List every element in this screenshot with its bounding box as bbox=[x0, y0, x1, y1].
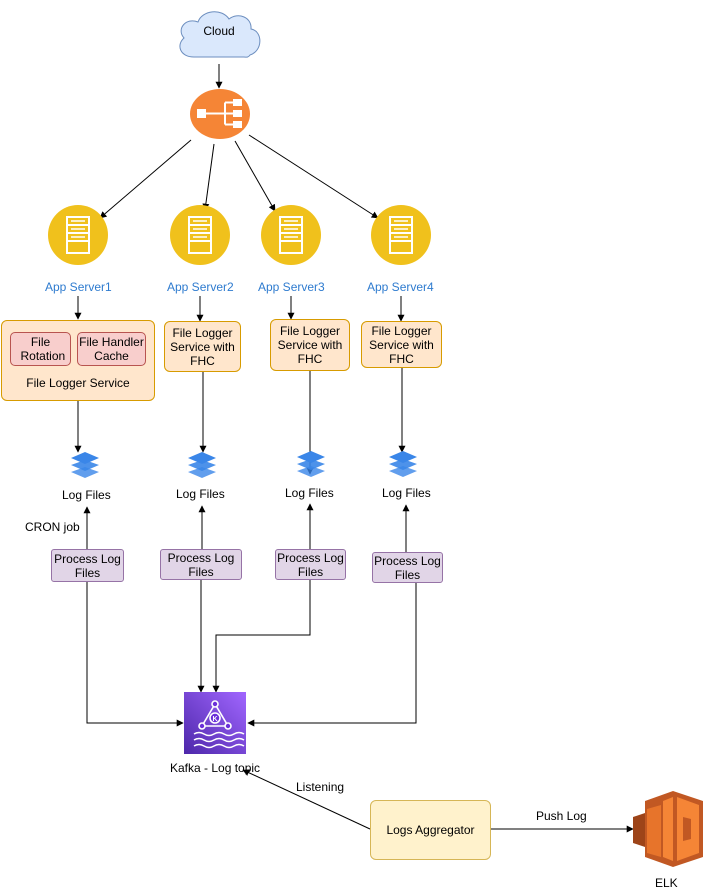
server4-label: App Server4 bbox=[367, 280, 434, 294]
log-files-2-label: Log Files bbox=[176, 487, 225, 501]
layers-icon bbox=[389, 451, 417, 477]
cloud-icon bbox=[179, 11, 261, 58]
layers-icon bbox=[71, 452, 99, 478]
server3-label: App Server3 bbox=[258, 280, 325, 294]
cron-job-label: CRON job bbox=[25, 520, 80, 534]
edge-lb-server2 bbox=[202, 143, 215, 211]
elk-icon bbox=[633, 791, 703, 867]
svg-text:K: K bbox=[212, 716, 217, 723]
layers-icon bbox=[188, 452, 216, 478]
logger-fhc-3: File Logger Service with FHC bbox=[270, 319, 350, 371]
listening-label: Listening bbox=[296, 780, 345, 794]
logger-fhc-4: File Logger Service with FHC bbox=[361, 321, 442, 368]
logs-aggregator-box: Logs Aggregator bbox=[370, 800, 491, 860]
server2-label: App Server2 bbox=[167, 280, 234, 294]
process-log-files-3: Process Log Files bbox=[275, 549, 346, 580]
elk-label: ELK bbox=[655, 876, 678, 890]
process-2-label: Process Log Files bbox=[167, 550, 235, 579]
edge-process3-kafka bbox=[212, 580, 311, 693]
file-rotation-label: File Rotation bbox=[20, 335, 66, 363]
server-icon bbox=[48, 205, 108, 265]
load-balancer-icon bbox=[190, 89, 250, 139]
cloud-label: Cloud bbox=[203, 24, 235, 38]
process-log-files-2: Process Log Files bbox=[160, 549, 242, 580]
push-log-label: Push Log bbox=[536, 809, 587, 823]
process-4-label: Process Log Files bbox=[374, 553, 441, 582]
edge-lb-server1 bbox=[99, 139, 192, 219]
file-handler-cache-box: File Handler Cache bbox=[77, 332, 146, 366]
logger-fhc-2-label: File Logger Service with FHC bbox=[170, 325, 235, 368]
logs-aggregator-label: Logs Aggregator bbox=[386, 823, 475, 837]
kafka-label: Kafka - Log topic bbox=[170, 761, 261, 775]
logger-fhc-3-label: File Logger Service with FHC bbox=[277, 324, 343, 366]
server-icon bbox=[261, 205, 321, 265]
process-log-files-4: Process Log Files bbox=[372, 552, 443, 583]
logger-fhc-4-label: File Logger Service with FHC bbox=[369, 323, 434, 366]
kafka-icon: K bbox=[184, 692, 246, 754]
edge-lb-server3 bbox=[234, 140, 276, 212]
server-icon bbox=[170, 205, 230, 265]
process-3-label: Process Log Files bbox=[277, 550, 344, 579]
edge-process4-kafka bbox=[247, 583, 417, 727]
file-handler-cache-label: File Handler Cache bbox=[79, 335, 144, 363]
edge-lb-server4 bbox=[248, 134, 379, 219]
layers-icon bbox=[297, 451, 325, 477]
process-1-label: Process Log Files bbox=[54, 551, 121, 580]
log-files-1-label: Log Files bbox=[62, 488, 111, 502]
edge-aggregator-kafka bbox=[242, 769, 371, 830]
file-logger-service-title: File Logger Service bbox=[26, 376, 130, 390]
log-files-4-label: Log Files bbox=[382, 486, 431, 500]
log-files-3-label: Log Files bbox=[285, 486, 334, 500]
server-icon bbox=[371, 205, 431, 265]
server1-label: App Server1 bbox=[45, 280, 112, 294]
logger-fhc-2: File Logger Service with FHC bbox=[164, 321, 241, 372]
file-rotation-box: File Rotation bbox=[10, 332, 71, 366]
edge-process1-kafka bbox=[86, 582, 184, 727]
process-log-files-1: Process Log Files bbox=[51, 549, 124, 582]
